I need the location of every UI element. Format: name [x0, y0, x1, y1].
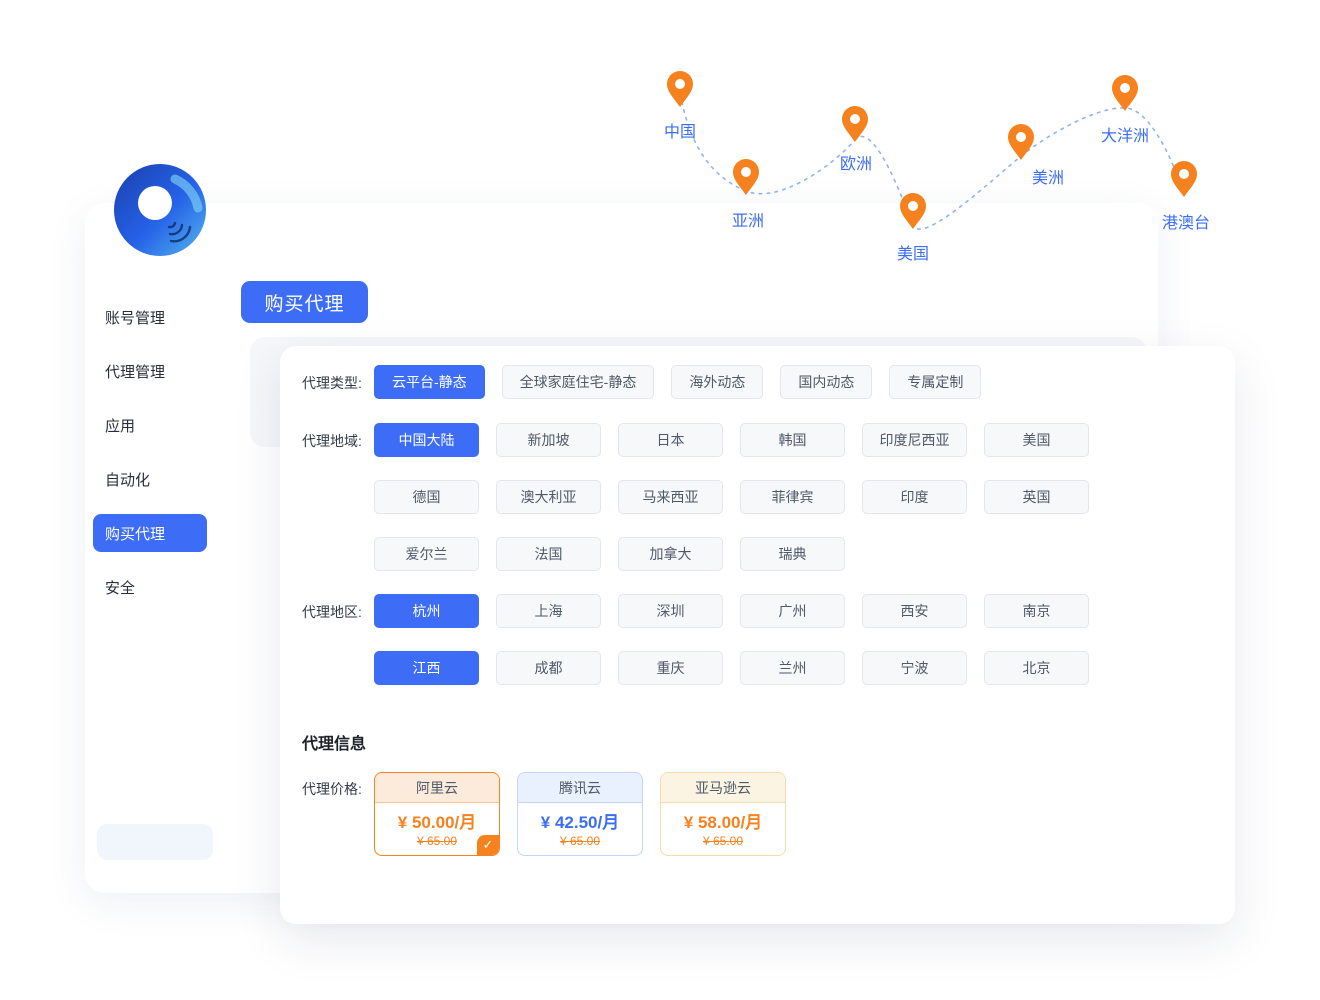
sidebar-item-automation[interactable]: 自动化	[105, 471, 151, 489]
proxy-purchase-panel: 代理类型: 代理地域: 代理地区: 云平台-静态 全球家庭住宅-静态 海外动态 …	[280, 346, 1235, 924]
plan-price: ¥ 50.00/月	[397, 813, 477, 832]
proxy-district-row-1: 杭州 上海 深圳 广州 西安 南京	[374, 594, 1089, 628]
filter-region-option[interactable]: 法国	[496, 537, 601, 571]
map-label: 中国	[663, 124, 697, 141]
map-label: 美洲	[1031, 170, 1065, 187]
plan-card-row: 阿里云 ¥ 50.00/月 ¥ 65.00 ✓ 腾讯云 ¥ 42.50/月 ¥ …	[374, 772, 786, 856]
sidebar-item-security[interactable]: 安全	[105, 579, 136, 597]
map-pin-icon	[667, 71, 693, 107]
sidebar-item-applications[interactable]: 应用	[105, 417, 136, 435]
filter-region-option[interactable]: 马来西亚	[618, 480, 723, 514]
filter-region-option[interactable]: 德国	[374, 480, 479, 514]
filter-district-option[interactable]: 广州	[740, 594, 845, 628]
map-pin-icon	[1171, 161, 1197, 197]
proxy-info-heading: 代理信息	[302, 736, 367, 753]
sidebar-item-buy-proxy[interactable]: 购买代理	[93, 514, 207, 552]
filter-type-option[interactable]: 国内动态	[780, 365, 873, 399]
filter-district-option[interactable]: 宁波	[862, 651, 967, 685]
proxy-region-row-2: 德国 澳大利亚 马来西亚 菲律宾 印度 英国	[374, 480, 1089, 514]
filter-district-option[interactable]: 杭州	[374, 594, 479, 628]
plan-price: ¥ 58.00/月	[683, 813, 763, 832]
check-icon: ✓	[477, 835, 499, 855]
map-pin-icon	[1112, 75, 1138, 111]
filter-region-option[interactable]: 瑞典	[740, 537, 845, 571]
app-logo-icon	[114, 164, 206, 256]
filter-region-option[interactable]: 印度	[862, 480, 967, 514]
proxy-type-row: 云平台-静态 全球家庭住宅-静态 海外动态 国内动态 专属定制	[374, 365, 982, 399]
map-label: 港澳台	[1161, 215, 1211, 232]
filter-district-option[interactable]: 重庆	[618, 651, 723, 685]
plan-body: ¥ 58.00/月 ¥ 65.00	[661, 803, 785, 855]
plan-card-aliyun[interactable]: 阿里云 ¥ 50.00/月 ¥ 65.00 ✓	[374, 772, 500, 856]
filter-region-option[interactable]: 美国	[984, 423, 1089, 457]
filter-district-option[interactable]: 江西	[374, 651, 479, 685]
proxy-type-label: 代理类型:	[302, 375, 362, 391]
map-label: 欧洲	[839, 156, 873, 173]
proxy-region-row-3: 爱尔兰 法国 加拿大 瑞典	[374, 537, 845, 571]
filter-region-option[interactable]: 澳大利亚	[496, 480, 601, 514]
map-label: 美国	[896, 246, 930, 263]
filter-type-option[interactable]: 全球家庭住宅-静态	[501, 365, 655, 399]
filter-type-option[interactable]: 海外动态	[671, 365, 764, 399]
filter-district-option[interactable]: 成都	[496, 651, 601, 685]
filter-district-option[interactable]: 南京	[984, 594, 1089, 628]
page-title-badge[interactable]: 购买代理	[241, 281, 368, 323]
filter-region-option[interactable]: 英国	[984, 480, 1089, 514]
plan-card-tencent[interactable]: 腾讯云 ¥ 42.50/月 ¥ 65.00	[517, 772, 643, 856]
filter-region-option[interactable]: 菲律宾	[740, 480, 845, 514]
map-label: 亚洲	[731, 213, 765, 230]
plan-name: 阿里云	[375, 773, 499, 803]
filter-region-option[interactable]: 加拿大	[618, 537, 723, 571]
plan-body: ¥ 50.00/月 ¥ 65.00	[375, 803, 499, 855]
plan-card-amazon[interactable]: 亚马逊云 ¥ 58.00/月 ¥ 65.00	[660, 772, 786, 856]
plan-original-price: ¥ 65.00	[416, 834, 458, 848]
filter-type-option[interactable]: 专属定制	[889, 365, 982, 399]
filter-region-option[interactable]: 印度尼西亚	[862, 423, 967, 457]
plan-original-price: ¥ 65.00	[702, 834, 744, 848]
plan-original-price: ¥ 65.00	[559, 834, 601, 848]
sidebar-item-account-management[interactable]: 账号管理	[105, 309, 166, 327]
plan-price: ¥ 42.50/月	[540, 813, 620, 832]
filter-district-option[interactable]: 北京	[984, 651, 1089, 685]
filter-district-option[interactable]: 西安	[862, 594, 967, 628]
map-pin-icon	[733, 159, 759, 195]
filter-district-option[interactable]: 兰州	[740, 651, 845, 685]
sidebar: 账号管理 代理管理 应用 自动化 购买代理 安全	[85, 298, 310, 622]
filter-region-option[interactable]: 中国大陆	[374, 423, 479, 457]
map-pin-icon	[1008, 124, 1034, 160]
plan-body: ¥ 42.50/月 ¥ 65.00	[518, 803, 642, 855]
plan-name: 亚马逊云	[661, 773, 785, 803]
filter-district-option[interactable]: 深圳	[618, 594, 723, 628]
proxy-price-label: 代理价格:	[302, 781, 362, 797]
proxy-region-row-1: 中国大陆 新加坡 日本 韩国 印度尼西亚 美国	[374, 423, 1089, 457]
proxy-region-label: 代理地域:	[302, 433, 362, 449]
plan-name: 腾讯云	[518, 773, 642, 803]
sidebar-item-proxy-management[interactable]: 代理管理	[105, 363, 166, 381]
filter-region-option[interactable]: 韩国	[740, 423, 845, 457]
filter-district-option[interactable]: 上海	[496, 594, 601, 628]
proxy-district-row-2: 江西 成都 重庆 兰州 宁波 北京	[374, 651, 1089, 685]
map-pin-icon	[842, 106, 868, 142]
filter-region-option[interactable]: 日本	[618, 423, 723, 457]
filter-region-option[interactable]: 新加坡	[496, 423, 601, 457]
proxy-district-label: 代理地区:	[302, 604, 362, 620]
filter-type-option[interactable]: 云平台-静态	[374, 365, 485, 399]
map-label: 大洋洲	[1100, 128, 1150, 145]
filter-region-option[interactable]: 爱尔兰	[374, 537, 479, 571]
sidebar-footer-placeholder	[97, 824, 213, 860]
